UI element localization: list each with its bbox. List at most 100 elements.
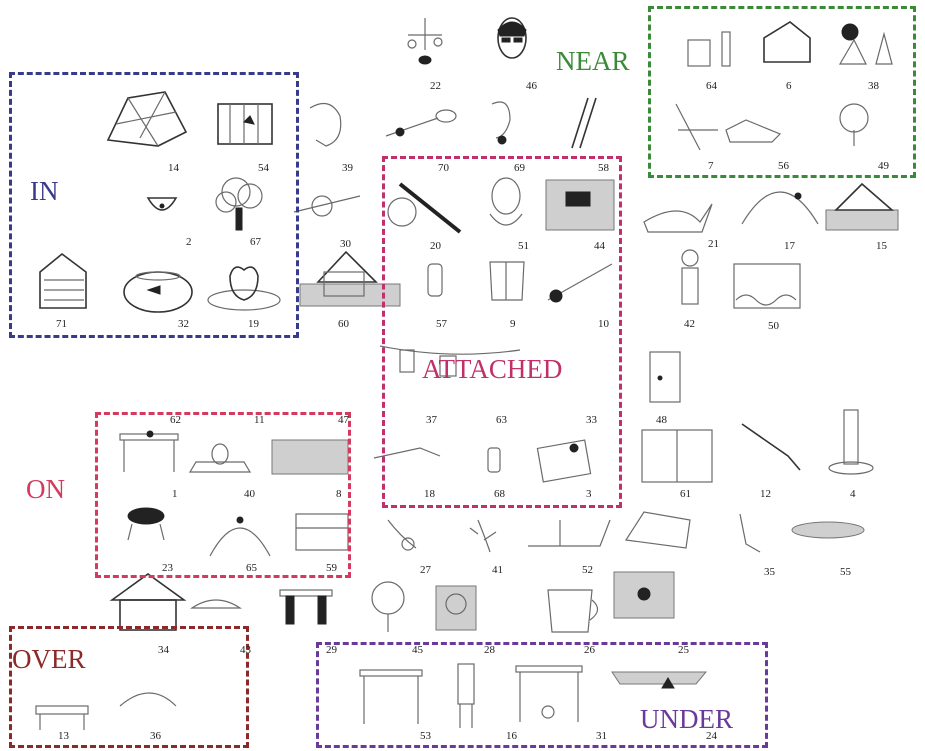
item-number: 11 <box>254 414 265 426</box>
sketch-42-person <box>682 250 698 304</box>
sketch-4-candle <box>829 410 873 474</box>
sketch-70-spoon <box>386 110 456 136</box>
item-number: 59 <box>326 562 337 574</box>
item-number: 43 <box>240 644 251 656</box>
item-number: 27 <box>420 564 431 576</box>
item-number: 17 <box>784 240 795 252</box>
item-number: 44 <box>594 240 605 252</box>
item-number: 32 <box>178 318 189 330</box>
group-box-near <box>648 6 916 178</box>
item-number: 25 <box>678 644 689 656</box>
item-number: 3 <box>586 488 592 500</box>
item-number: 35 <box>764 566 775 578</box>
item-number: 52 <box>582 564 593 576</box>
sketch-61-cabinet <box>642 430 712 482</box>
sketch-tree-2 <box>372 582 404 632</box>
item-number: 48 <box>656 414 667 426</box>
item-number: 61 <box>680 488 691 500</box>
item-number: 19 <box>248 318 259 330</box>
item-number: 28 <box>484 644 495 656</box>
sketch-21-shoe <box>644 204 712 232</box>
item-number: 67 <box>250 236 261 248</box>
group-label-on: ON <box>26 474 65 504</box>
item-number: 24 <box>706 730 717 742</box>
sketch-39-head <box>310 104 341 147</box>
item-number: 10 <box>598 318 609 330</box>
item-number: 33 <box>586 414 597 426</box>
item-number: 30 <box>340 238 351 250</box>
item-number: 6 <box>786 80 792 92</box>
item-number: 71 <box>56 318 67 330</box>
sketch-30-arrow <box>294 196 360 216</box>
item-number: 63 <box>496 414 507 426</box>
item-number: 22 <box>430 80 441 92</box>
sketch-12-knife <box>742 424 800 470</box>
item-number: 9 <box>510 318 516 330</box>
item-number: 69 <box>514 162 525 174</box>
sketch-brick-2 <box>614 572 674 618</box>
sketch-tent-2 <box>626 512 690 548</box>
group-label-under: UNDER <box>640 704 733 734</box>
item-number: 34 <box>158 644 169 656</box>
item-number: 23 <box>162 562 173 574</box>
sketch-46-face <box>498 18 526 58</box>
item-number: 49 <box>878 160 889 172</box>
sketch-table-dark <box>280 590 332 624</box>
sketch-17-hill <box>742 192 818 224</box>
sketch-27-branch <box>388 520 416 550</box>
group-box-on <box>95 412 351 578</box>
item-number: 1 <box>172 488 178 500</box>
item-number: 39 <box>342 162 353 174</box>
sketch-34-house <box>112 574 184 630</box>
group-label-over: OVER <box>12 644 86 674</box>
group-box-attached <box>382 156 622 508</box>
sketch-48-door <box>650 352 680 402</box>
item-number: 46 <box>526 80 537 92</box>
item-number: 58 <box>598 162 609 174</box>
item-number: 65 <box>246 562 257 574</box>
item-number: 4 <box>850 488 856 500</box>
item-number: 53 <box>420 730 431 742</box>
sketch-22-mobile <box>408 18 442 64</box>
item-number: 15 <box>876 240 887 252</box>
item-number: 40 <box>244 488 255 500</box>
item-number: 60 <box>338 318 349 330</box>
sketch-69-ear <box>492 102 510 144</box>
item-number: 31 <box>596 730 607 742</box>
sketch-41-plant <box>470 520 496 552</box>
item-number: 57 <box>436 318 447 330</box>
item-number: 45 <box>412 644 423 656</box>
sketch-35-leg <box>740 514 760 552</box>
item-number: 26 <box>584 644 595 656</box>
item-number: 42 <box>684 318 695 330</box>
sketch-43-dish <box>192 600 240 608</box>
item-number: 7 <box>708 160 714 172</box>
sketch-50-wave <box>734 264 800 308</box>
item-number: 37 <box>426 414 437 426</box>
sketch-58-bars <box>572 98 596 148</box>
item-number: 51 <box>518 240 529 252</box>
sketch-55-stump <box>792 522 864 538</box>
group-label-attached: ATTACHED <box>422 354 562 384</box>
group-label-in: IN <box>30 176 59 206</box>
item-number: 20 <box>430 240 441 252</box>
item-number: 2 <box>186 236 192 248</box>
item-number: 29 <box>326 644 337 656</box>
sketch-15-house <box>826 184 898 230</box>
item-number: 55 <box>840 566 851 578</box>
sketch-52-wall <box>528 520 610 546</box>
sketch-cup <box>548 590 598 632</box>
item-number: 50 <box>768 320 779 332</box>
item-number: 13 <box>58 730 69 742</box>
group-label-near: NEAR <box>556 46 630 76</box>
item-number: 36 <box>150 730 161 742</box>
item-number: 68 <box>494 488 505 500</box>
item-number: 16 <box>506 730 517 742</box>
item-number: 41 <box>492 564 503 576</box>
item-number: 18 <box>424 488 435 500</box>
item-number: 62 <box>170 414 181 426</box>
item-number: 14 <box>168 162 179 174</box>
item-number: 56 <box>778 160 789 172</box>
item-number: 64 <box>706 80 717 92</box>
